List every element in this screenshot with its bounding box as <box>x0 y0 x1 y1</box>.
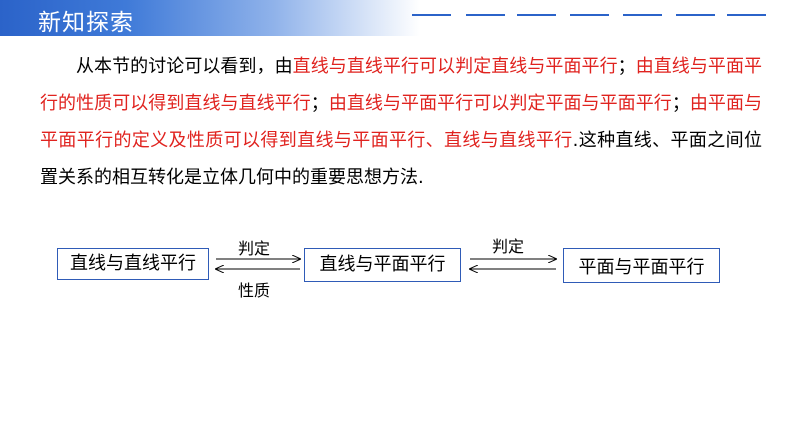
box-line-line-parallel: 直线与直线平行 <box>57 248 209 280</box>
plain-text: ； <box>671 93 690 114</box>
plain-text: 从本节的讨论可以看到，由 <box>76 56 293 77</box>
plain-text: ； <box>617 56 636 77</box>
plain-text: ； <box>310 93 329 114</box>
box-line-plane-parallel: 直线与平面平行 <box>304 248 461 282</box>
section-title: 新知探索 <box>38 10 134 36</box>
highlighted-text: 由直线与平面平行的性质可以得到直线与直线平行 <box>40 56 763 114</box>
highlighted-text: 由平面与平面平行的定义及性质可以得到直线与平面平行、直线与直线平行 <box>40 93 763 151</box>
plain-text: .这种直线、平面之间位置关系的相互转化是立体几何中的重要思想方法. <box>40 130 762 188</box>
summary-paragraph: 从本节的讨论可以看到，由直线与直线平行可以判定直线与平面平行；由直线与平面平行的… <box>40 48 762 196</box>
header-banner <box>0 0 420 36</box>
label-judge-2: 判定 <box>492 237 525 256</box>
label-property-1: 性质 <box>238 281 271 300</box>
highlighted-text: 直线与直线平行可以判定直线与平面平行 <box>292 56 618 77</box>
highlighted-text: 由直线与平面平行可以判定平面与平面平行 <box>328 93 672 114</box>
box-plane-plane-parallel: 平面与平面平行 <box>563 248 720 283</box>
label-judge-1: 判定 <box>238 239 271 258</box>
